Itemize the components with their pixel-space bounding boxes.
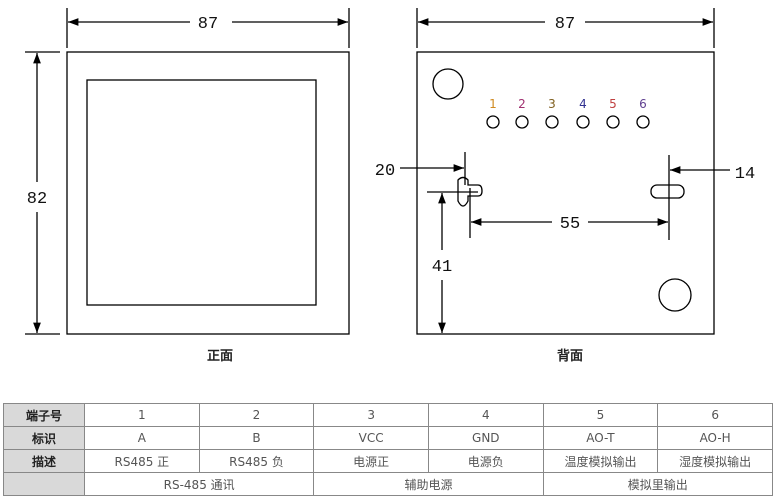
row-header: 端子号	[3, 403, 85, 427]
dim-height-label: 41	[432, 258, 452, 277]
group-cell: RS-485 通讯	[83, 472, 315, 496]
table-cell: RS485 负	[198, 449, 315, 473]
group-cell: 辅助电源	[313, 472, 544, 496]
row-header: 描述	[3, 449, 85, 473]
pin-label: 6	[639, 97, 647, 111]
back-width-label: 87	[555, 15, 575, 34]
table-cell: 5	[542, 403, 659, 427]
pin-label: 3	[548, 97, 556, 111]
pin-label: 1	[489, 97, 497, 111]
table-cell: AO-H	[657, 426, 773, 450]
table-cell: 电源正	[313, 449, 429, 473]
dim-slots-label: 55	[560, 215, 580, 234]
table-cell: VCC	[313, 426, 429, 450]
front-width-label: 87	[198, 15, 218, 34]
dim-right-label: 14	[735, 165, 755, 184]
slot-right	[650, 184, 685, 199]
table-cell: 温度模拟输出	[542, 449, 659, 473]
pin-label: 2	[518, 97, 526, 111]
front-display-window	[86, 79, 317, 306]
pin-label: 4	[579, 97, 587, 111]
table-cell: 2	[198, 403, 315, 427]
front-panel-outline	[66, 51, 350, 335]
table-cell: 湿度模拟输出	[657, 449, 773, 473]
terminal-pins	[486, 115, 650, 129]
front-height-label: 82	[27, 190, 47, 209]
table-cell: GND	[427, 426, 544, 450]
mounting-hole	[658, 278, 692, 312]
key-slot-left	[457, 176, 483, 207]
pin-labels: 1 2 3 4 5 6	[489, 97, 647, 111]
table-row: RS-485 通讯 辅助电源 模拟里输出	[3, 472, 774, 496]
row-header	[3, 472, 85, 496]
back-panel-outline	[416, 51, 715, 335]
table-cell: 4	[427, 403, 544, 427]
table-cell: B	[198, 426, 315, 450]
mounting-hole	[432, 68, 464, 100]
front-caption: 正面	[207, 349, 233, 364]
group-cell: 模拟里输出	[542, 472, 774, 496]
dim-left-label: 20	[375, 162, 395, 181]
row-header: 标识	[3, 426, 85, 450]
table-cell: 电源负	[427, 449, 544, 473]
pin-label: 5	[609, 97, 617, 111]
table-cell: 3	[313, 403, 429, 427]
dimension-drawing: 87 82 正面 87 20 14 55 41 背面 1 2 3 4 5 6	[25, 8, 755, 364]
table-cell: A	[84, 426, 200, 450]
back-caption: 背面	[557, 348, 583, 364]
table-cell: AO-T	[542, 426, 659, 450]
table-cell: RS485 正	[84, 449, 200, 473]
table-cell: 1	[84, 403, 200, 427]
table-cell: 6	[657, 403, 773, 427]
